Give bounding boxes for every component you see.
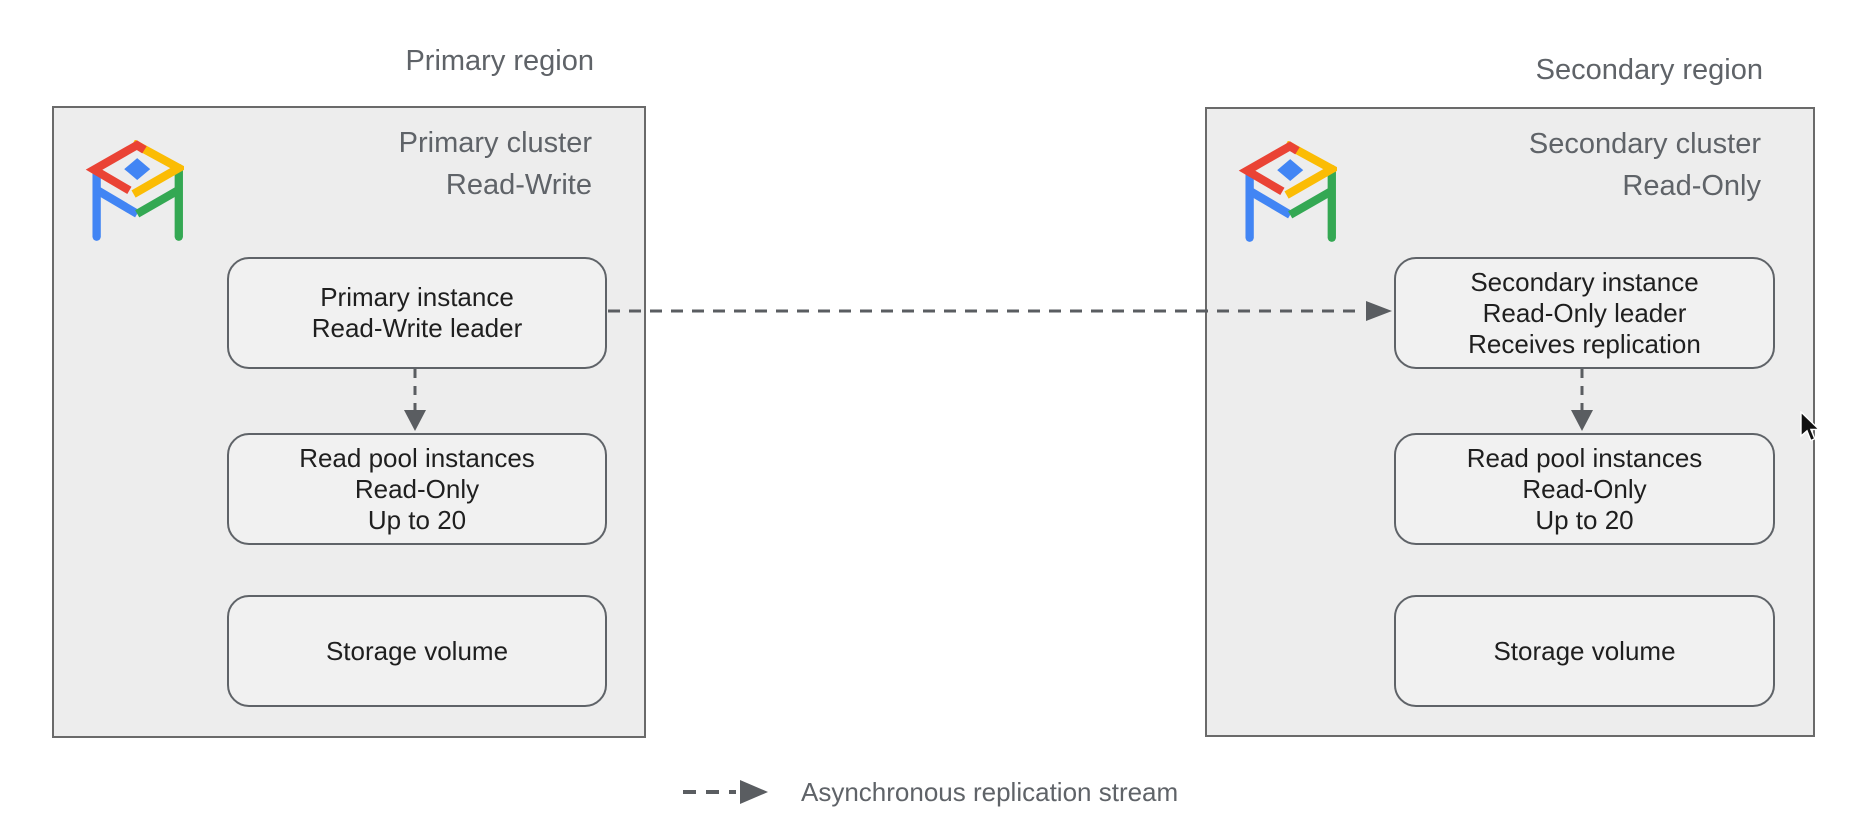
secondary-cluster-title: Secondary cluster Read-Only <box>1207 123 1761 207</box>
node-line: Up to 20 <box>1535 504 1634 535</box>
secondary-instance-node: Secondary instance Read-Only leader Rece… <box>1394 257 1775 369</box>
alloydb-logo-icon <box>1238 141 1337 242</box>
node-line: Read-Write leader <box>311 313 523 343</box>
mouse-cursor-icon <box>1800 411 1821 442</box>
primary-storage-volume-node: Storage volume <box>227 595 607 707</box>
secondary-cluster-box: Secondary cluster Read-Only Secondary in… <box>1205 107 1815 737</box>
node-line: Secondary instance <box>1470 266 1699 297</box>
primary-cluster-title: Primary cluster Read-Write <box>54 122 592 206</box>
cluster-title-line: Primary cluster <box>398 127 592 159</box>
alloydb-logo-icon <box>85 140 184 241</box>
node-line: Primary instance <box>320 282 514 312</box>
secondary-storage-volume-node: Storage volume <box>1394 595 1775 707</box>
cluster-title-line: Read-Write <box>445 169 592 201</box>
secondary-read-pool-node: Read pool instances Read-Only Up to 20 <box>1394 433 1775 545</box>
legend-label: Asynchronous replication stream <box>801 777 1179 807</box>
primary-read-pool-node: Read pool instances Read-Only Up to 20 <box>227 433 607 545</box>
node-line: Read-Only <box>1522 473 1647 504</box>
node-line: Up to 20 <box>367 504 467 535</box>
primary-cluster-box: Primary cluster Read-Write Primary insta… <box>52 106 646 738</box>
primary-region-title: Primary region <box>405 45 594 77</box>
cluster-title-line: Secondary cluster <box>1528 128 1761 160</box>
cluster-title-line: Read-Only <box>1622 170 1761 202</box>
node-line: Receives replication <box>1468 328 1701 359</box>
legend-dashed-arrow-icon <box>683 780 768 804</box>
node-line: Read pool instances <box>1466 442 1703 473</box>
node-line: Read-Only <box>354 473 480 504</box>
node-line: Storage volume <box>325 635 509 666</box>
node-line: Storage volume <box>1493 635 1676 666</box>
node-line: Read-Only leader <box>1482 297 1687 328</box>
primary-instance-node: Primary instance Read-Write leader <box>227 257 607 369</box>
secondary-region-title: Secondary region <box>1535 54 1763 86</box>
node-line: Read pool instances <box>299 442 535 473</box>
